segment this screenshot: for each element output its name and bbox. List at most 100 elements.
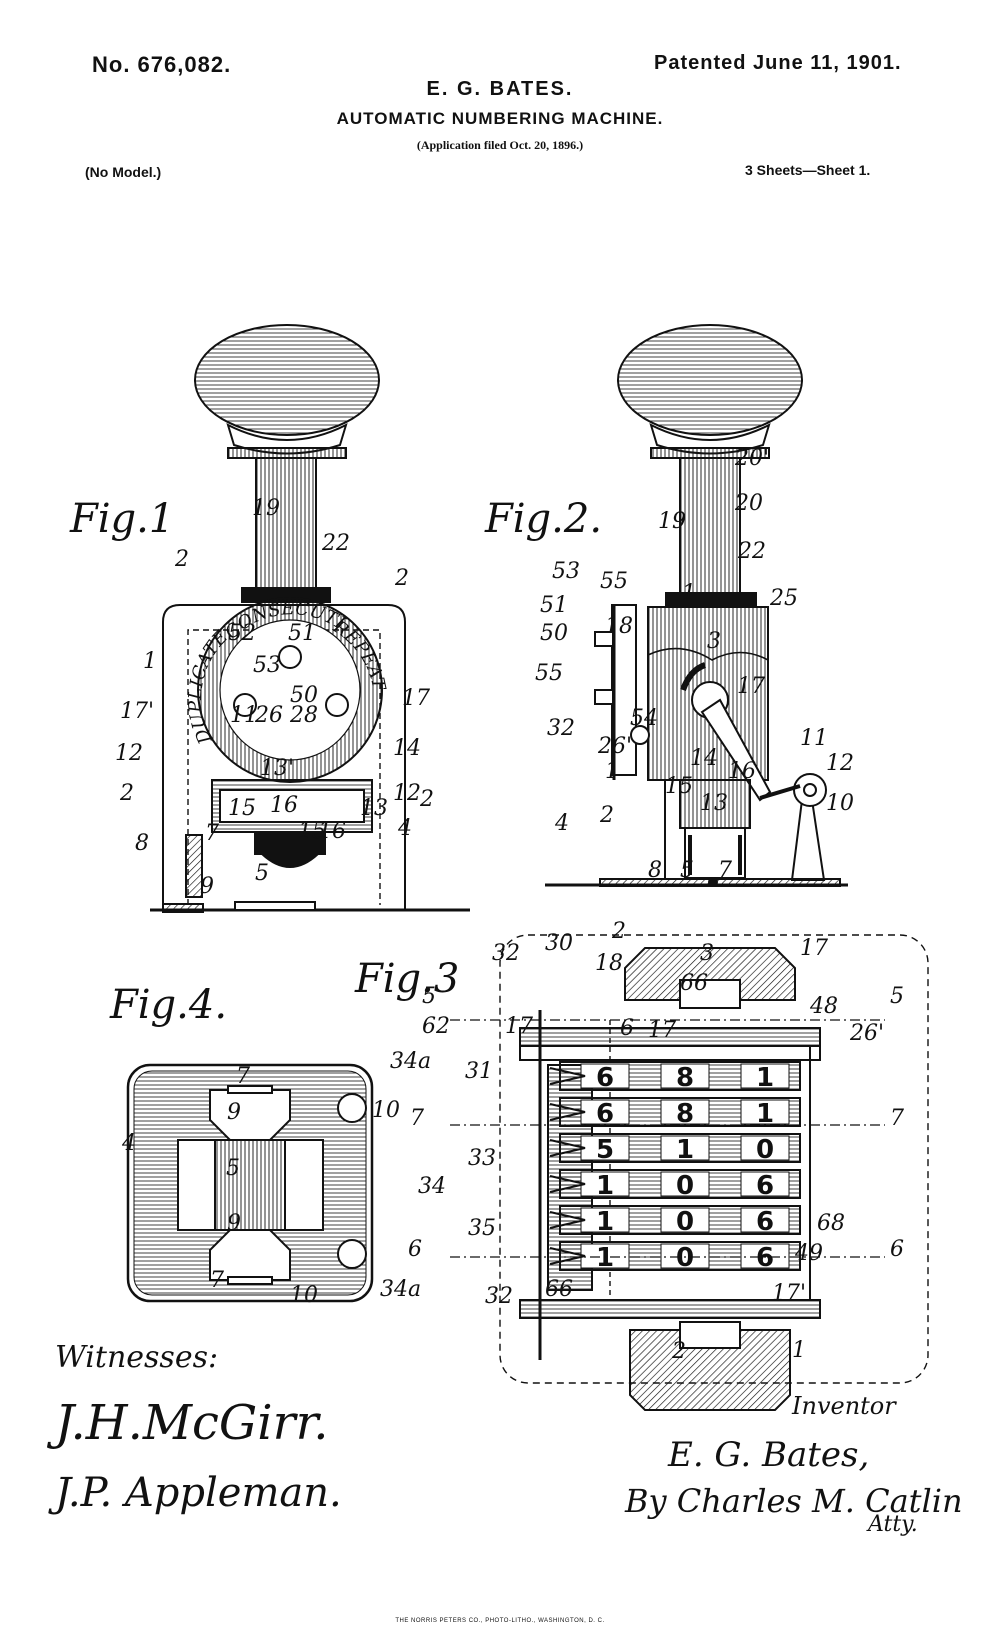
fig3-pawl-tooth [549,1139,586,1157]
fig3-wheel-digit: 6 [596,1099,614,1129]
fig4-bottom-jaw [209,1229,291,1281]
fig1-left-plate [185,834,203,898]
f2-ref-numeral: 18 [605,614,633,639]
witnesses-label: Witnesses: [55,1340,219,1375]
f3-ref-numeral: 6 [620,1016,634,1041]
f1-ref-numeral: 52 [228,621,256,646]
fig3-wheel-digit: 6 [756,1171,774,1201]
f3-ref-numeral: 66 [545,1277,573,1302]
f3-ref-numeral: 2 [611,919,626,944]
fig3-wheel-digit: 0 [676,1243,694,1273]
f2-ref-numeral: 22 [737,539,766,564]
f1-ref-numeral: 9 [200,874,214,899]
fig2-side-plate [611,604,637,776]
f4-ref-numeral: 7 [210,1268,224,1293]
f3-ref-numeral: 26' [849,1021,884,1046]
inventor-heading: E. G. BATES. [426,78,574,100]
f3-ref-numeral: 3 [700,941,714,966]
f2-ref-numeral: 2 [599,803,614,828]
f1-ref-numeral: 12 [393,781,421,806]
fig3-wheel-digit: 0 [756,1135,774,1165]
f3-ref-numeral: 1 [792,1338,806,1363]
f2-ref-numeral: 1 [605,759,619,784]
f1-ref-numeral: 22 [321,531,350,556]
f4-ref-numeral: 9 [227,1100,241,1125]
fig1-shaft [255,457,317,589]
fig3-wheel-digit: 1 [756,1099,774,1129]
fig3-wheel-digit: 8 [676,1099,694,1129]
figure-1-front-view [150,324,470,913]
figure-3-plan-section [499,934,929,1411]
f4-ref-numeral: 10 [372,1098,400,1123]
f3-ref-numeral: 17 [505,1014,533,1039]
f2-ref-numeral: 32 [547,716,575,741]
f2-ref-numeral: 20' [734,446,769,471]
fig3-lower-block [629,1329,791,1411]
f4-ref-numeral: 5 [226,1156,240,1181]
f1-ref-numeral: 28 [289,703,318,728]
f2-ref-numeral: 51 [540,593,568,618]
f2-ref-numeral: 26' [597,734,632,759]
fig3-wheel-window [740,1063,790,1089]
fig3-wheel-window [660,1243,710,1269]
f1-ref-numeral: 14 [393,736,421,761]
fig2-wheel-housing [679,779,751,829]
f3-ref-numeral: 17 [648,1018,676,1043]
f1-ref-numeral: 13 [360,796,388,821]
fig3-wheel-window [580,1135,630,1161]
f2-ref-numeral: 5 [680,858,694,883]
model-note: (No Model.) [85,164,162,180]
f2-ref-numeral: 25 [769,586,798,611]
f3-ref-numeral: 17 [800,936,828,961]
attorney-suffix: Atty. [868,1512,918,1537]
figure-4-base-plan [126,1063,374,1303]
printer-imprint: THE NORRIS PETERS CO., PHOTO-LITHO., WAS… [395,1618,605,1624]
figure-2-side-view [545,324,848,887]
fig3-upper-block [624,947,796,1001]
fig2-knob-50 [594,689,614,705]
f2-ref-numeral: 50 [540,621,568,646]
f3-ref-numeral: 7 [890,1106,904,1131]
fig1-dial-hole [278,645,302,669]
f1-ref-numeral: 53 [253,653,281,678]
f1-ref-numeral: 26 [254,703,283,728]
f1-ref-numeral: 2 [394,566,409,591]
fig3-wheel-window [660,1099,710,1125]
fig2-collar [665,592,757,608]
f3-ref-numeral: 5 [422,984,436,1009]
fig2-knob [617,324,803,436]
fig1-platen [261,853,319,868]
fig2-knob-51 [594,631,614,647]
attorney-signature: By Charles M. Catlin [625,1482,963,1520]
f2-ref-numeral: 11 [800,726,828,751]
fig3-wheel-window [740,1243,790,1269]
f1-ref-numeral: 11 [230,703,258,728]
f2-ref-numeral: 55 [535,661,563,686]
f3-ref-numeral: 6 [408,1237,422,1262]
fig1-dial-hole [233,693,257,717]
f2-ref-numeral: 8 [648,858,662,883]
f2-ref-numeral: 55 [600,569,628,594]
fig1-dial-hole [325,693,349,717]
fig3-pawl-tooth [549,1175,586,1193]
f1-ref-numeral: 2 [419,787,434,812]
witness-signature-2: J.P. Appleman. [55,1470,342,1516]
witness-signature-1: J.H.McGirr. [55,1395,329,1451]
inventor-signature: E. G. Bates, [668,1435,870,1475]
patented-date: Patented June 11, 1901. [654,52,902,74]
f2-ref-numeral: 15 [665,774,693,799]
f3-ref-numeral: 49 [794,1241,823,1266]
fig3-pawl-tooth [549,1247,586,1265]
f1-ref-numeral: 13' [260,756,294,781]
f1-ref-numeral: 4 [397,816,412,841]
patent-number: No. 676,082. [92,52,232,77]
f3-ref-numeral: 31 [465,1059,493,1084]
f1-ref-numeral: 2 [174,547,189,572]
f3-ref-numeral: 32 [485,1284,513,1309]
f1-ref-numeral: 50 [290,683,318,708]
application-filed: (Application filed Oct. 20, 1896.) [416,138,584,152]
f2-ref-numeral: 1 [682,581,696,606]
